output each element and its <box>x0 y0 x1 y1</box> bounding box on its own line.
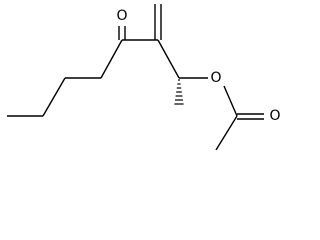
bond-oxygen-acyl <box>223 85 238 117</box>
bond-alkene-stereo <box>157 39 180 79</box>
bond-chain-2 <box>42 77 66 117</box>
atom-ester-oxygen: O <box>210 70 221 86</box>
atom-ketone-oxygen: O <box>116 8 127 24</box>
atom-carbonyl-oxygen: O <box>269 108 280 124</box>
bond-chain-4 <box>100 39 123 79</box>
structure-diagram: O O O <box>7 4 281 150</box>
bond-acyl-methyl <box>215 115 238 150</box>
hashed-wedge-methyl <box>174 79 184 105</box>
